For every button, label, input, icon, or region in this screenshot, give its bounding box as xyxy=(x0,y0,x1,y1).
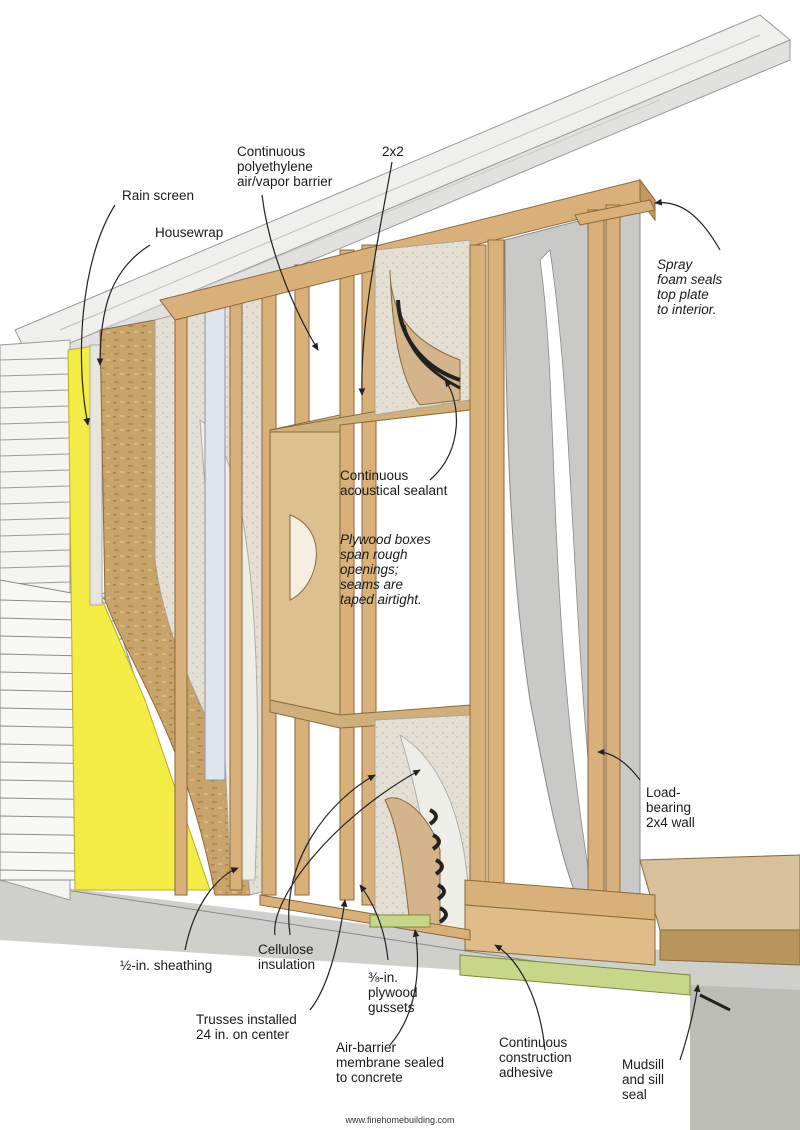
bottom-plate xyxy=(259,879,656,966)
label-spray-foam: Spray foam seals top plate to interior. xyxy=(657,257,723,317)
siding-course xyxy=(0,373,71,377)
label-plywood-boxes: Plywood boxes span rough openings; seams… xyxy=(340,532,431,607)
leader-lines xyxy=(80,161,721,1061)
rain-screen-furring xyxy=(89,344,103,606)
plywood-box xyxy=(269,394,471,729)
inner-cellulose-lower xyxy=(374,714,471,931)
footer-url: www.finehomebuilding.com xyxy=(345,1115,455,1125)
siding-course xyxy=(0,357,71,361)
subfloor xyxy=(639,854,800,966)
siding-course xyxy=(0,501,71,505)
double-top-plate xyxy=(574,199,656,226)
sill-seal-strip xyxy=(369,914,431,928)
siding-course xyxy=(0,485,71,489)
label-housewrap: Housewrap xyxy=(155,225,224,240)
label-plywood-gussets: ⅜-in. plywood gussets xyxy=(368,970,418,1015)
siding-course xyxy=(0,549,71,553)
label-rain-screen: Rain screen xyxy=(122,188,195,203)
label-adhesive: Continuous construction adhesive xyxy=(499,1035,572,1080)
label-poly-barrier: Continuous polyethylene air/vapor barrie… xyxy=(237,144,333,189)
label-load-bearing-wall: Load- bearing 2x4 wall xyxy=(646,785,695,830)
label-sheathing: ½-in. sheathing xyxy=(120,958,213,973)
label-2x2: 2x2 xyxy=(382,144,404,159)
mudsill xyxy=(369,914,731,1012)
label-acoustical-sealant: Continuous acoustical sealant xyxy=(340,468,448,498)
siding-course xyxy=(0,405,71,409)
label-mudsill: Mudsill and sill seal xyxy=(622,1057,665,1102)
siding-course xyxy=(0,533,71,537)
label-air-barrier: Air-barrier membrane sealed to concrete xyxy=(336,1040,445,1085)
siding-course xyxy=(0,437,71,441)
siding-course xyxy=(0,389,71,393)
inner-cellulose-upper xyxy=(374,239,471,416)
label-cellulose: Cellulose insulation xyxy=(258,942,316,972)
poly-barrier-strip xyxy=(204,299,226,781)
label-trusses: Trusses installed 24 in. on center xyxy=(196,1012,297,1042)
siding-course xyxy=(0,469,71,473)
siding-course xyxy=(0,453,71,457)
siding-course xyxy=(0,421,71,425)
siding-course xyxy=(0,565,71,569)
siding-course xyxy=(0,517,71,521)
